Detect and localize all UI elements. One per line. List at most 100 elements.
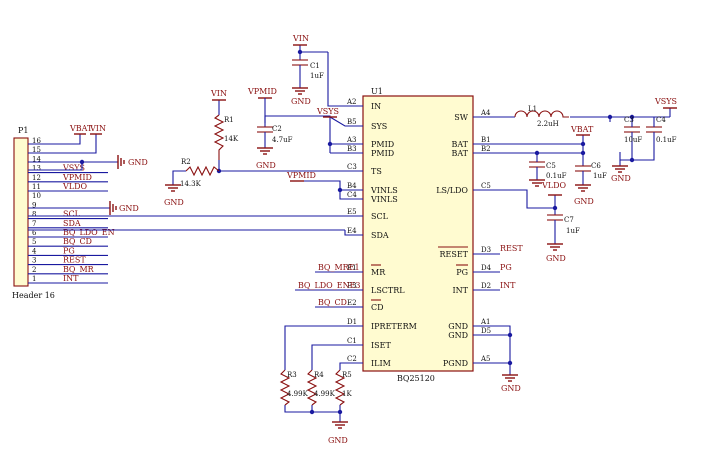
ground-icon: GND	[328, 421, 348, 445]
header-pin-7: 7 SDA	[28, 219, 108, 229]
net-label: VPMID	[62, 173, 92, 182]
pin-number: A1	[480, 318, 491, 326]
header-pin-14: 14	[32, 155, 41, 163]
net-label: SDA	[63, 219, 81, 228]
header-part: Header 16	[12, 291, 55, 300]
pin-number: A2	[346, 98, 357, 106]
svg-text:VSYS: VSYS	[316, 107, 339, 116]
ground-icon: GND	[256, 147, 276, 170]
pin-number: 13	[32, 165, 41, 173]
svg-text:C7: C7	[564, 216, 574, 224]
pin-name: TS	[371, 167, 382, 176]
ic-part: BQ25120	[397, 374, 435, 383]
pin-number: 3	[32, 257, 36, 265]
ground-icon: GND	[501, 374, 521, 393]
pin-number: 5	[32, 238, 36, 246]
resistor-r2: R2 14.3K	[180, 158, 220, 188]
svg-text:VPMID: VPMID	[286, 171, 316, 180]
power-ports: VIN VIN VPMID VSYS VPMID VSYS VBAT VLDO …	[69, 34, 677, 196]
pin-number: C3	[347, 163, 357, 171]
svg-text:VLDO: VLDO	[541, 181, 567, 190]
ground-icon: GND	[117, 155, 148, 169]
pin-number: B3	[347, 145, 357, 153]
capacitor-c7: C7 1uF	[547, 214, 580, 235]
svg-text:R2: R2	[181, 158, 191, 166]
svg-text:4.7uF: 4.7uF	[272, 136, 293, 144]
svg-text:BQ_LDO_ENE3: BQ_LDO_ENE3	[298, 281, 361, 290]
pin-number: 12	[32, 174, 41, 182]
net-label: BQ_MR	[63, 265, 95, 274]
pin-name: LS/LDO	[436, 186, 468, 195]
ground-symbols: GND GND GND GND	[109, 87, 631, 445]
pin-number: 8	[32, 211, 36, 219]
ground-icon: GND	[546, 243, 566, 263]
pin-number: 4	[32, 247, 37, 255]
svg-text:C6: C6	[591, 162, 601, 170]
pin-number: B1	[481, 136, 491, 144]
capacitor-c6: C6 1uF	[575, 162, 607, 180]
capacitor-c1: C1 1uF	[292, 52, 324, 88]
pin-name: SDA	[371, 231, 389, 240]
pin-number: D2	[481, 282, 491, 290]
resistor-r4: R4 4.99K	[306, 369, 336, 406]
svg-text:R5: R5	[342, 371, 352, 379]
pin-number: 14	[32, 155, 41, 163]
pin-name: PMID	[371, 149, 394, 158]
svg-text:0.1uF: 0.1uF	[546, 172, 567, 180]
pin-number: E5	[347, 208, 357, 216]
pin-name: BAT	[451, 140, 468, 149]
svg-text:14K: 14K	[224, 135, 239, 143]
header-pin-15: 15	[32, 146, 41, 154]
pin-number: E2	[347, 299, 357, 307]
svg-text:GND: GND	[256, 161, 276, 170]
pin-name: BAT	[451, 149, 468, 158]
svg-text:1uF: 1uF	[310, 72, 324, 80]
pin-number: D4	[481, 264, 492, 272]
svg-text:VBAT: VBAT	[570, 125, 594, 134]
net-label: BQ_LDO_EN	[63, 228, 115, 237]
pin-number: 7	[32, 220, 36, 228]
capacitor-c5: C5 0.1uF	[529, 160, 567, 180]
pin-name: GND	[448, 331, 468, 340]
svg-text:PG: PG	[500, 263, 512, 272]
svg-text:GND: GND	[291, 97, 311, 106]
capacitor-c3: C3 10uF	[624, 116, 642, 152]
pin-name: LSCTRL	[371, 286, 405, 295]
svg-text:GND: GND	[119, 204, 139, 213]
resistor-r1: R1 14K	[213, 114, 239, 160]
junctions	[79, 49, 635, 415]
svg-text:1uF: 1uF	[593, 172, 607, 180]
capacitor-c2: C2 4.7uF	[257, 116, 293, 148]
pin-name: INT	[453, 286, 469, 295]
ground-icon: GND	[291, 87, 311, 106]
pin-number: 10	[32, 192, 41, 200]
svg-text:BQ_MRE1: BQ_MRE1	[318, 263, 360, 272]
pin-name: MR	[371, 268, 386, 277]
svg-text:VIN: VIN	[292, 34, 309, 43]
svg-text:14.3K: 14.3K	[180, 180, 202, 188]
svg-text:BQ_CD: BQ_CD	[318, 298, 347, 307]
svg-text:1K: 1K	[342, 390, 352, 398]
resistor-r5: R5 1K	[334, 369, 352, 406]
pin-name: SW	[454, 113, 468, 122]
pin-number: 1	[32, 275, 36, 283]
pin-number: B2	[481, 145, 491, 153]
svg-text:2.2uH: 2.2uH	[537, 120, 559, 128]
svg-text:C1: C1	[310, 62, 320, 70]
header-pin-12: 12 VPMID	[28, 173, 108, 183]
svg-text:GND: GND	[328, 436, 348, 445]
